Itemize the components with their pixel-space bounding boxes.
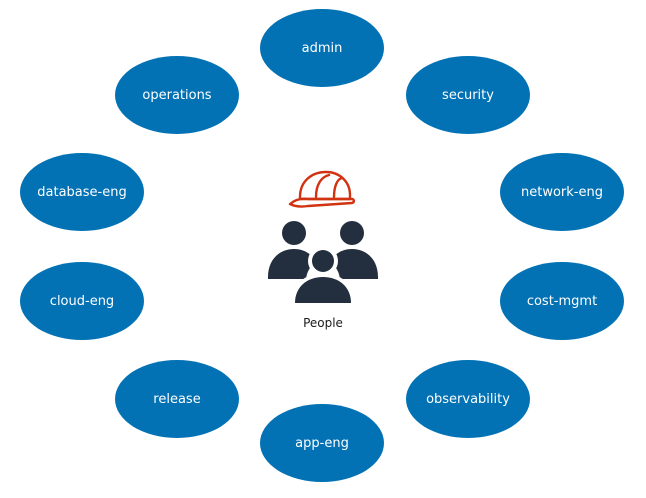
people-group: People [262,165,384,340]
team-node-admin[interactable]: admin [260,9,384,87]
team-label: observability [426,391,510,407]
team-label: app-eng [295,435,349,451]
team-label: database-eng [37,184,127,200]
team-node-cost-mgmt[interactable]: cost-mgmt [500,262,624,340]
team-node-security[interactable]: security [406,56,530,134]
team-label: cost-mgmt [526,293,598,309]
team-node-network-eng[interactable]: network-eng [500,153,624,231]
team-label: operations [142,87,212,103]
people-icon [268,221,378,305]
team-node-cloud-eng[interactable]: cloud-eng [20,262,144,340]
hardhat-icon [288,170,356,208]
team-node-release[interactable]: release [115,360,239,438]
team-node-operations[interactable]: operations [115,56,239,134]
team-label: admin [301,40,343,56]
team-node-database-eng[interactable]: database-eng [20,153,144,231]
team-label: cloud-eng [49,293,115,309]
team-label: security [442,87,494,103]
people-label: People [303,316,343,330]
team-label: network-eng [521,184,603,200]
team-label: release [153,391,201,407]
team-node-observability[interactable]: observability [406,360,530,438]
team-node-app-eng[interactable]: app-eng [260,404,384,482]
